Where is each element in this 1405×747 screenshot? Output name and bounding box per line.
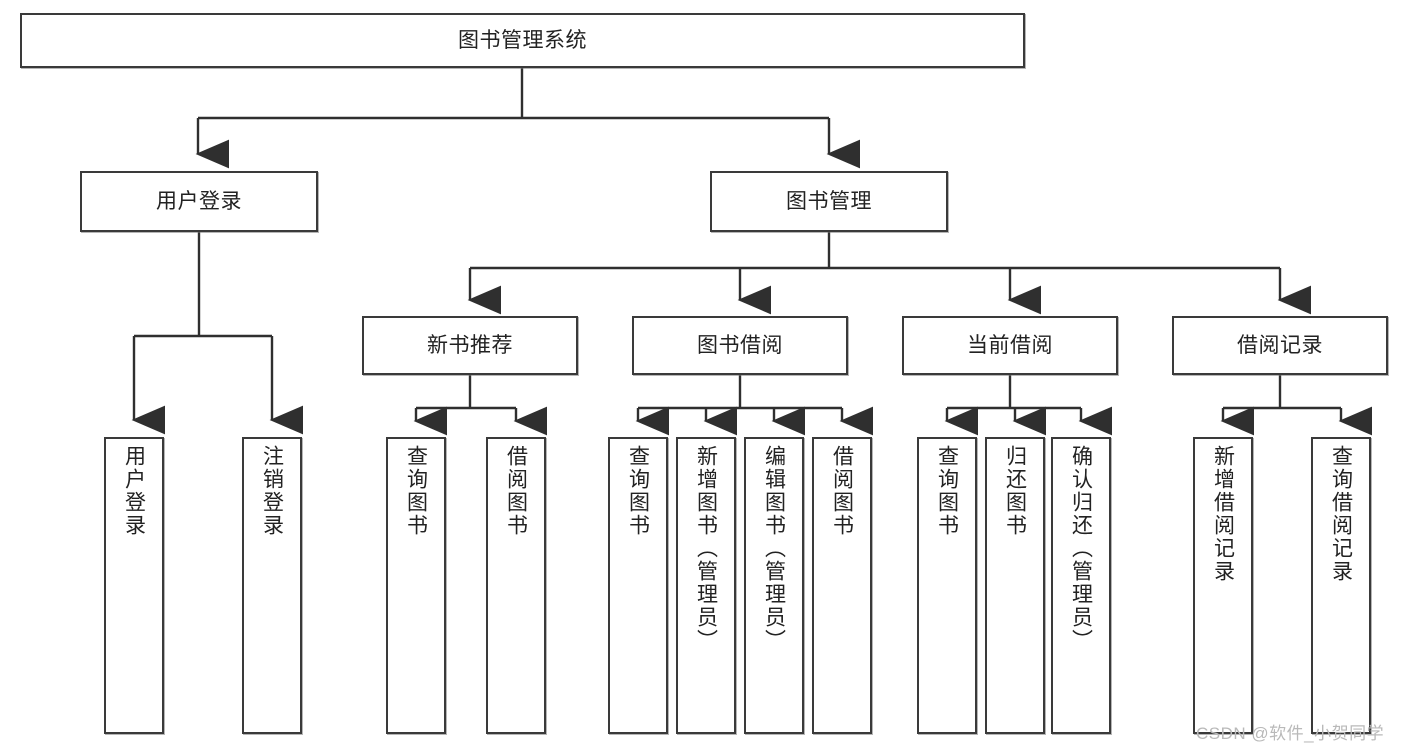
node-current-borrow-label: 当前借阅 [967, 333, 1053, 357]
node-leaf-edit-book-admin[interactable]: 编辑图书（管理员） [744, 437, 804, 734]
node-root[interactable]: 图书管理系统 [20, 13, 1025, 68]
node-leaf-query-book-rec[interactable]: 查询图书 [386, 437, 446, 734]
node-book-borrow[interactable]: 图书借阅 [632, 316, 848, 375]
node-book-manage[interactable]: 图书管理 [710, 171, 948, 232]
node-new-book-recommend[interactable]: 新书推荐 [362, 316, 578, 375]
node-leaf-add-book-admin-label: 新增图书（管理员） [694, 445, 718, 652]
node-leaf-query-book-current[interactable]: 查询图书 [917, 437, 977, 734]
node-leaf-return-book-label: 归还图书 [1003, 445, 1027, 537]
node-current-borrow[interactable]: 当前借阅 [902, 316, 1118, 375]
node-leaf-return-book[interactable]: 归还图书 [985, 437, 1045, 734]
node-leaf-borrow-book-rec[interactable]: 借阅图书 [486, 437, 546, 734]
node-leaf-query-book-current-label: 查询图书 [935, 445, 959, 537]
node-leaf-edit-book-admin-label: 编辑图书（管理员） [762, 445, 786, 652]
node-leaf-borrow-book-label: 借阅图书 [830, 445, 854, 537]
node-root-label: 图书管理系统 [458, 28, 587, 52]
node-leaf-confirm-return-admin[interactable]: 确认归还（管理员） [1051, 437, 1111, 734]
node-leaf-add-borrow-record-label: 新增借阅记录 [1211, 445, 1235, 583]
node-leaf-user-logout-label: 注销登录 [260, 445, 284, 537]
node-new-book-recommend-label: 新书推荐 [427, 333, 513, 357]
node-user-login[interactable]: 用户登录 [80, 171, 318, 232]
node-leaf-user-login[interactable]: 用户登录 [104, 437, 164, 734]
node-leaf-query-book-borrow[interactable]: 查询图书 [608, 437, 668, 734]
node-user-login-label: 用户登录 [156, 189, 242, 213]
node-leaf-query-borrow-record[interactable]: 查询借阅记录 [1311, 437, 1371, 734]
node-borrow-records-label: 借阅记录 [1237, 333, 1323, 357]
node-leaf-user-logout[interactable]: 注销登录 [242, 437, 302, 734]
node-leaf-confirm-return-admin-label: 确认归还（管理员） [1069, 445, 1093, 652]
node-leaf-user-login-label: 用户登录 [122, 445, 146, 537]
node-leaf-add-book-admin[interactable]: 新增图书（管理员） [676, 437, 736, 734]
node-borrow-records[interactable]: 借阅记录 [1172, 316, 1388, 375]
node-book-borrow-label: 图书借阅 [697, 333, 783, 357]
node-leaf-query-borrow-record-label: 查询借阅记录 [1329, 445, 1353, 583]
node-leaf-add-borrow-record[interactable]: 新增借阅记录 [1193, 437, 1253, 734]
node-leaf-borrow-book[interactable]: 借阅图书 [812, 437, 872, 734]
csdn-watermark: CSDN @软件_小贺同学 [1196, 724, 1385, 743]
node-leaf-borrow-book-rec-label: 借阅图书 [504, 445, 528, 537]
node-leaf-query-book-borrow-label: 查询图书 [626, 445, 650, 537]
node-leaf-query-book-rec-label: 查询图书 [404, 445, 428, 537]
node-book-manage-label: 图书管理 [786, 189, 872, 213]
